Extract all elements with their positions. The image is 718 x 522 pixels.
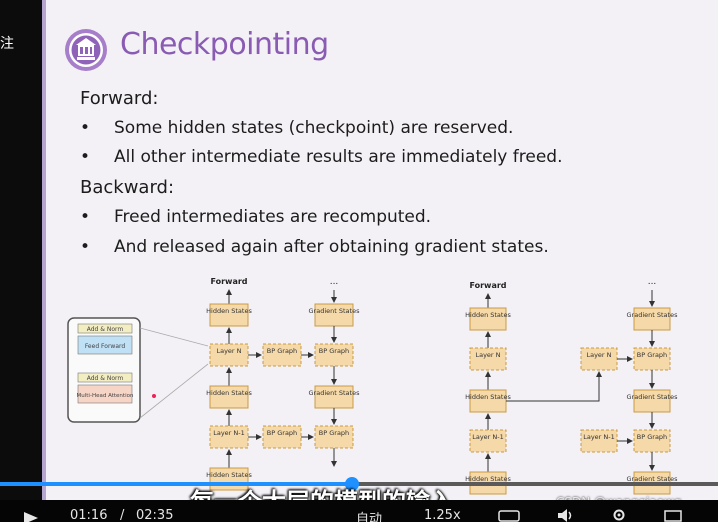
bullet-dot: •	[80, 147, 91, 167]
left-ellipsis: ...	[330, 277, 339, 287]
time-current: 01:16	[70, 508, 108, 522]
cut-off-label: 注	[0, 36, 14, 52]
hidden-states-mid: Hidden States	[206, 389, 252, 397]
tb-multi-head: Multi-Head Attention	[77, 393, 134, 399]
subtitle-toggle-icon[interactable]	[498, 510, 520, 522]
volume-icon[interactable]	[558, 509, 574, 522]
r-bp-graph-n: BP Graph	[637, 351, 667, 359]
layer-n-1: Layer N-1	[213, 429, 245, 437]
tb-add-norm-1: Add & Norm	[87, 326, 124, 333]
r-layer-n1-fwd: Layer N-1	[472, 433, 504, 441]
r-gradient-states-top: Gradient States	[627, 311, 679, 319]
bullet-dot: •	[80, 207, 91, 227]
bullet-dot: •	[80, 237, 91, 257]
gradient-states-mid: Gradient States	[309, 389, 361, 397]
slide-canvas: Checkpointing Forward: • Some hidden stat…	[42, 0, 718, 500]
slide-title: Checkpointing	[120, 27, 329, 62]
left-diagram: Forward ... Hidden States Gradient State…	[206, 277, 361, 491]
video-progress-fill	[0, 482, 352, 486]
bp-graph-n1-grad: BP Graph	[319, 429, 349, 437]
transformer-block: Add & Norm Feed Forward Add & Norm Multi…	[67, 317, 209, 423]
r-hidden-states-top: Hidden States	[465, 311, 511, 319]
gradient-states-top: Gradient States	[309, 307, 361, 315]
hidden-states-bottom: Hidden States	[206, 471, 252, 479]
bp-graph-n-grad: BP Graph	[319, 347, 349, 355]
r-gradient-states-bottom: Gradient States	[627, 475, 679, 483]
r-gradient-states-mid: Gradient States	[627, 393, 679, 401]
tb-add-norm-2: Add & Norm	[87, 375, 124, 382]
r-layer-n-fwd: Layer N	[475, 351, 500, 359]
time-total: 02:35	[136, 508, 174, 522]
play-icon[interactable]	[24, 512, 38, 522]
checkpointing-diagram: Add & Norm Feed Forward Add & Norm Multi…	[67, 277, 679, 495]
r-hidden-states-bottom: Hidden States	[465, 475, 511, 483]
tb-feed-forward: Feed Forward	[85, 343, 126, 350]
bullet-dot: •	[80, 118, 91, 138]
bullet-text: Freed intermediates are recomputed.	[114, 207, 432, 227]
r-bp-graph-n1: BP Graph	[637, 433, 667, 441]
bullet-text: All other intermediate results are immed…	[114, 147, 563, 167]
settings-gear-icon[interactable]	[612, 508, 626, 522]
bp-graph-n1: BP Graph	[267, 429, 297, 437]
r-layer-n1-recompute: Layer N-1	[583, 433, 615, 441]
right-forward-label: Forward	[469, 281, 506, 290]
left-forward-label: Forward	[210, 277, 247, 286]
quality-button[interactable]: 自动	[356, 512, 383, 522]
bullet-text: And released again after obtaining gradi…	[114, 237, 549, 257]
forward-bullet-1: • Some hidden states (checkpoint) are res…	[80, 118, 513, 138]
slide-left-rule	[42, 0, 46, 500]
backward-bullet-1: • Freed intermediates are recomputed.	[80, 207, 431, 227]
right-diagram: Forward ... Hidden States Gradient State…	[465, 277, 679, 495]
right-ellipsis: ...	[648, 277, 657, 287]
fullscreen-icon[interactable]	[664, 510, 682, 522]
backward-heading: Backward:	[80, 177, 175, 198]
bp-graph-n: BP Graph	[267, 347, 297, 355]
forward-bullet-2: • All other intermediate results are imme…	[80, 147, 562, 167]
forward-heading: Forward:	[80, 88, 159, 109]
layer-n: Layer N	[216, 347, 241, 355]
video-progress-bar[interactable]	[0, 477, 718, 491]
video-control-bar: 01:16 / 02:35 自动 1.25x	[0, 500, 718, 522]
video-progress-handle[interactable]	[344, 477, 359, 491]
left-sidebar-strip: 注	[0, 0, 42, 522]
university-logo-icon	[65, 29, 107, 71]
r-layer-n-recompute: Layer N	[586, 351, 611, 359]
bullet-text: Some hidden states (checkpoint) are rese…	[114, 118, 514, 138]
time-separator: /	[120, 508, 125, 522]
hidden-states-top: Hidden States	[206, 307, 252, 315]
r-hidden-states-mid: Hidden States	[465, 393, 511, 401]
speed-button[interactable]: 1.25x	[424, 508, 461, 522]
backward-bullet-2: • And released again after obtaining grad…	[80, 237, 549, 257]
